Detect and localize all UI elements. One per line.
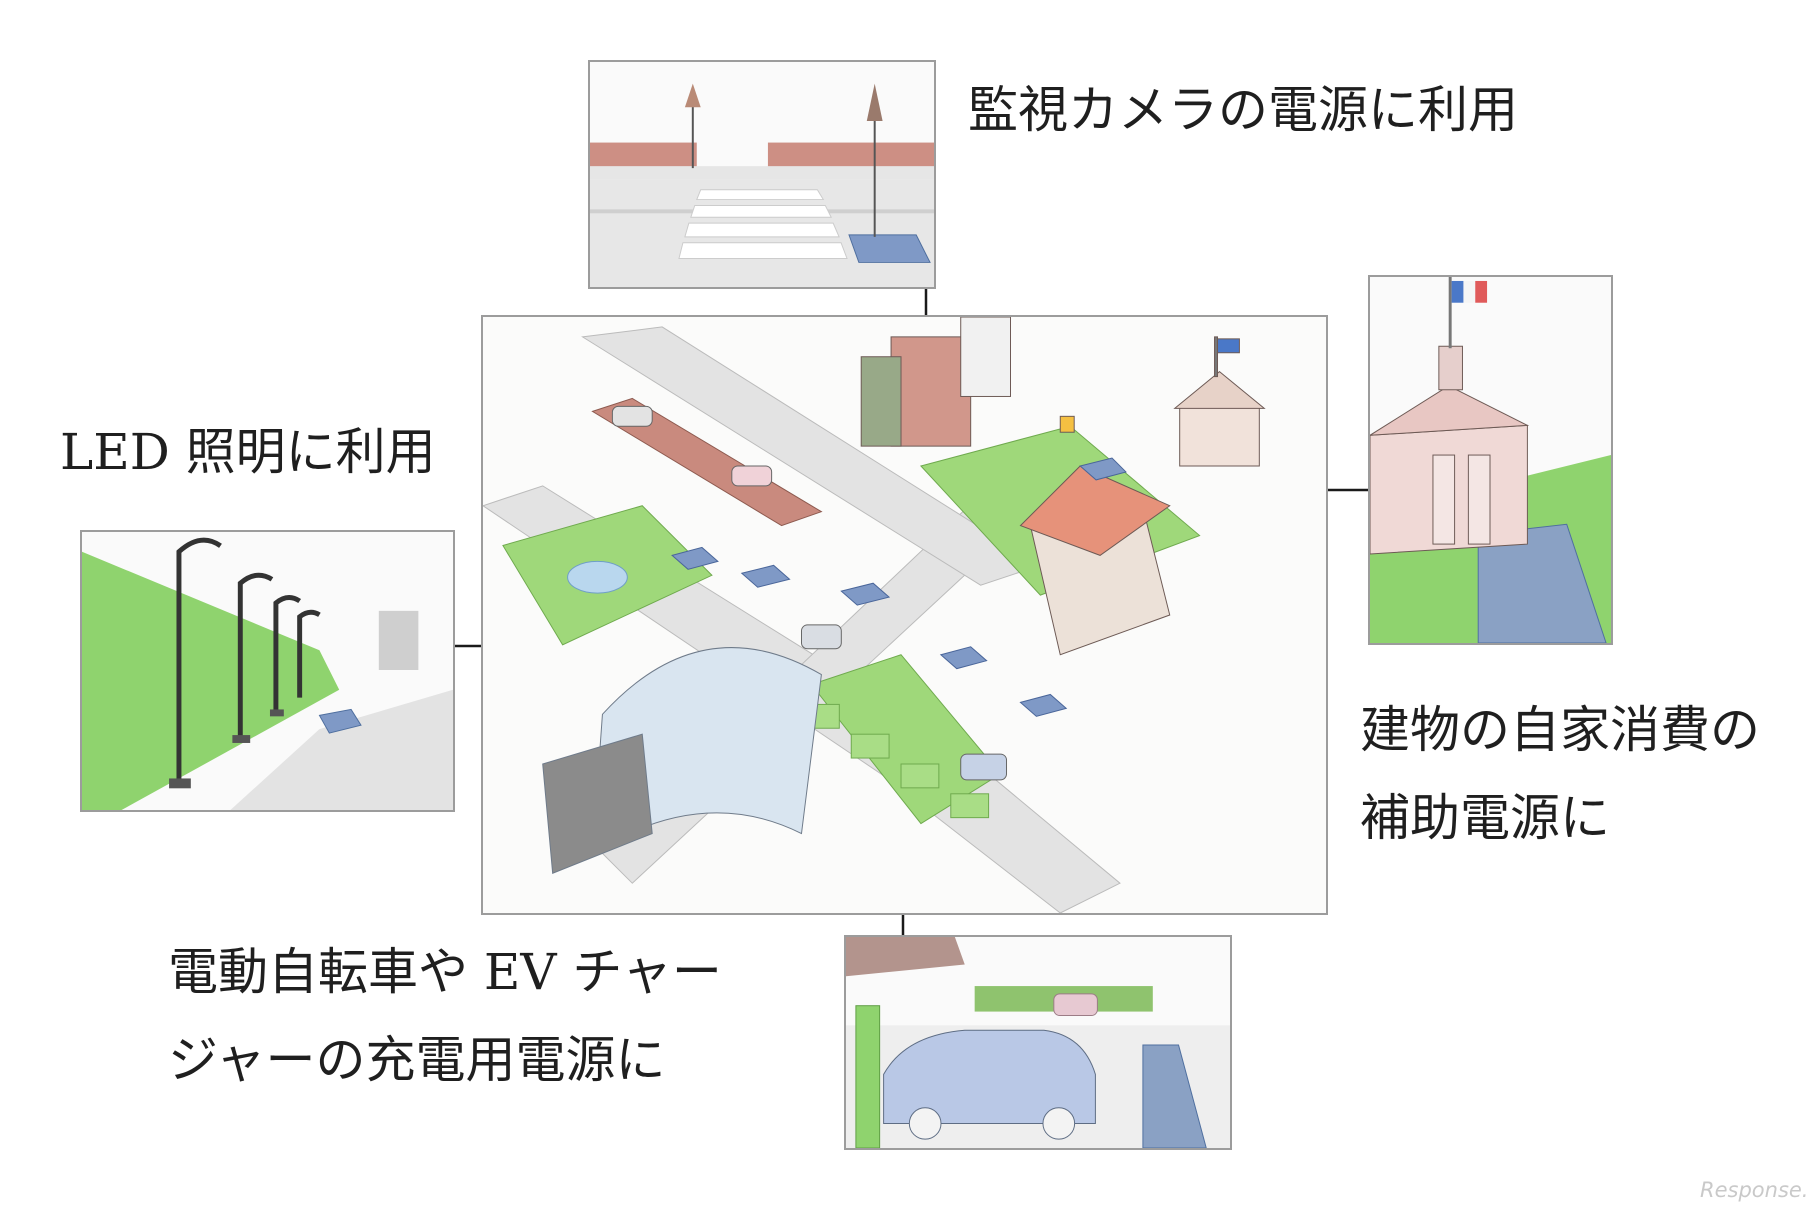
small-car: [1053, 993, 1098, 1017]
tree: [684, 83, 701, 169]
town-hall: [1019, 415, 1171, 656]
canopy: [846, 937, 965, 977]
lamp-bases: [169, 709, 284, 789]
led-illustration-panel: [80, 530, 455, 812]
charging-spots: [800, 703, 990, 819]
caption-ev-line2: ジャーの充電用電源に: [168, 1031, 666, 1089]
caption-building-line2: 補助電源に: [1360, 789, 1610, 847]
solar-tiles: [671, 457, 1127, 717]
chapel-right: [1173, 336, 1266, 467]
building-illustration-panel: [1368, 275, 1613, 645]
caption-camera: 監視カメラの電源に利用: [968, 81, 1518, 139]
camera-illustration-panel: [588, 60, 936, 289]
caption-building-line1: 建物の自家消費の: [1360, 701, 1760, 759]
crosswalk: [678, 189, 848, 259]
distant-building: [378, 610, 419, 671]
wall-right: [767, 142, 934, 169]
solar-tile: [848, 234, 931, 263]
central-town-map: [481, 315, 1328, 915]
street-lamps: [176, 537, 321, 784]
road-surface: [230, 689, 453, 810]
ev-car: [883, 1029, 1096, 1140]
flag: [1448, 277, 1488, 349]
wall-left: [590, 142, 697, 169]
parking-wall: [591, 397, 823, 527]
grass-embankment: [82, 551, 340, 810]
camera-pole: [866, 83, 883, 237]
building-top: [860, 317, 1011, 447]
hall-building: [1370, 345, 1530, 555]
solar-strip: [318, 708, 362, 734]
watermark-logo: Response.: [1700, 1178, 1809, 1202]
solar-path: [1477, 523, 1607, 643]
caption-ev-line1: 電動自転車や EV チャー: [168, 943, 722, 1001]
ev-illustration-panel: [844, 935, 1232, 1150]
solar-walkway: [1142, 1044, 1207, 1148]
cars: [611, 405, 1008, 781]
charger-post: [855, 1005, 881, 1148]
bike-shelter: [542, 647, 822, 874]
caption-led: LED 照明に利用: [60, 423, 436, 481]
pond: [567, 560, 628, 594]
